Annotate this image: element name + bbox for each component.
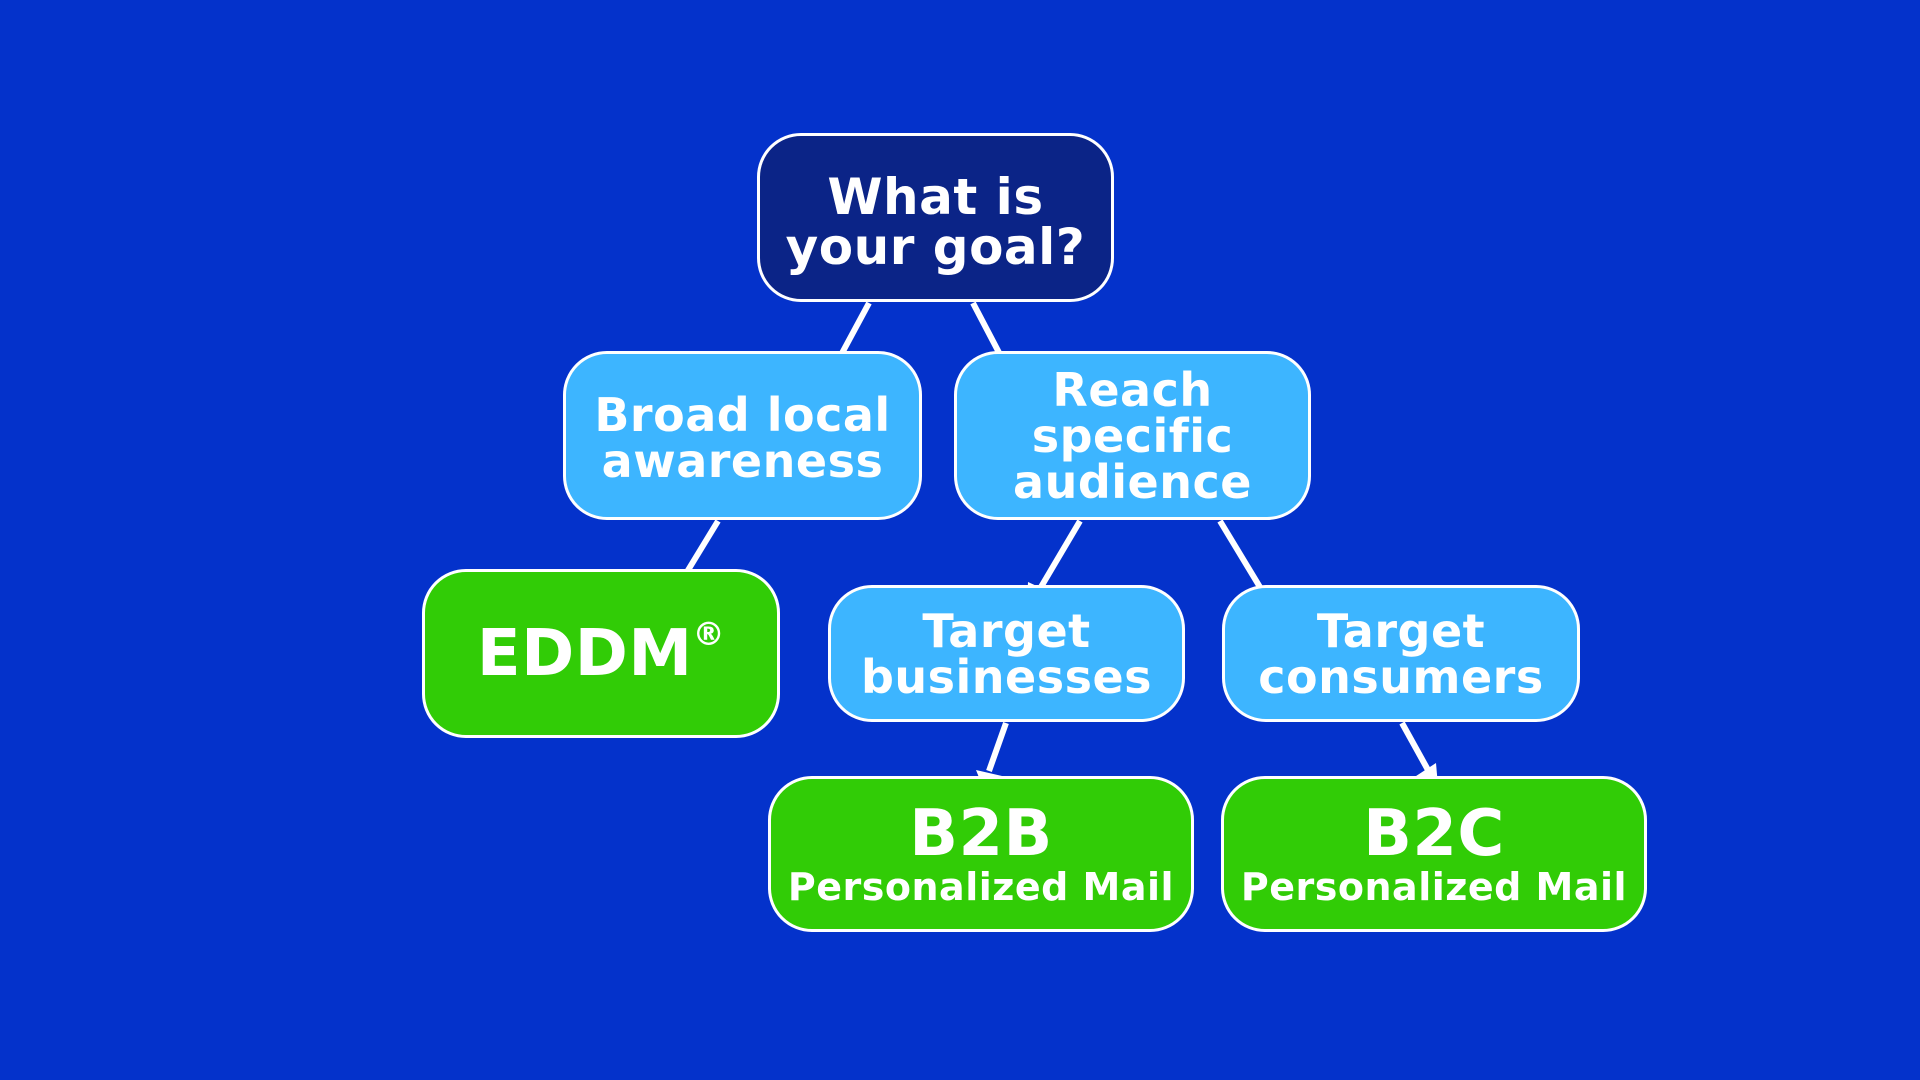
node-consumers-line-2: consumers bbox=[1258, 649, 1544, 704]
node-target-consumers: Target consumers bbox=[1222, 585, 1580, 722]
node-consumers-line-1: Target bbox=[1316, 603, 1486, 658]
node-b2b-title: B2B bbox=[909, 797, 1053, 871]
node-goal-line-1: What is bbox=[827, 167, 1044, 226]
node-eddm-title: EDDM bbox=[476, 616, 693, 691]
node-b2c-title: B2C bbox=[1363, 797, 1505, 871]
registered-mark: ® bbox=[692, 614, 726, 653]
node-eddm-title-wrap: EDDM® bbox=[477, 618, 725, 686]
node-b2c-personalized-mail: B2C Personalized Mail bbox=[1221, 776, 1647, 932]
node-reach-line-2: specific bbox=[1031, 408, 1234, 463]
node-reach-line-3: audience bbox=[1013, 454, 1252, 509]
node-broad-line-2: awareness bbox=[601, 433, 884, 488]
node-reach-specific-audience: Reach specific audience bbox=[954, 351, 1311, 520]
node-businesses-line-1: Target bbox=[922, 603, 1091, 658]
node-b2c-subtitle: Personalized Mail bbox=[1240, 865, 1628, 909]
node-what-is-your-goal: What is your goal? bbox=[757, 133, 1114, 302]
node-goal-line-2: your goal? bbox=[785, 217, 1086, 276]
node-broad-line-1: Broad local bbox=[594, 387, 891, 442]
node-b2b-subtitle: Personalized Mail bbox=[787, 865, 1175, 909]
node-b2b-personalized-mail: B2B Personalized Mail bbox=[768, 776, 1194, 932]
node-target-businesses: Target businesses bbox=[828, 585, 1185, 722]
node-eddm: EDDM® bbox=[422, 569, 780, 738]
node-broad-local-awareness: Broad local awareness bbox=[563, 351, 922, 520]
node-reach-line-1: Reach bbox=[1052, 362, 1213, 417]
node-businesses-line-2: businesses bbox=[860, 649, 1153, 704]
